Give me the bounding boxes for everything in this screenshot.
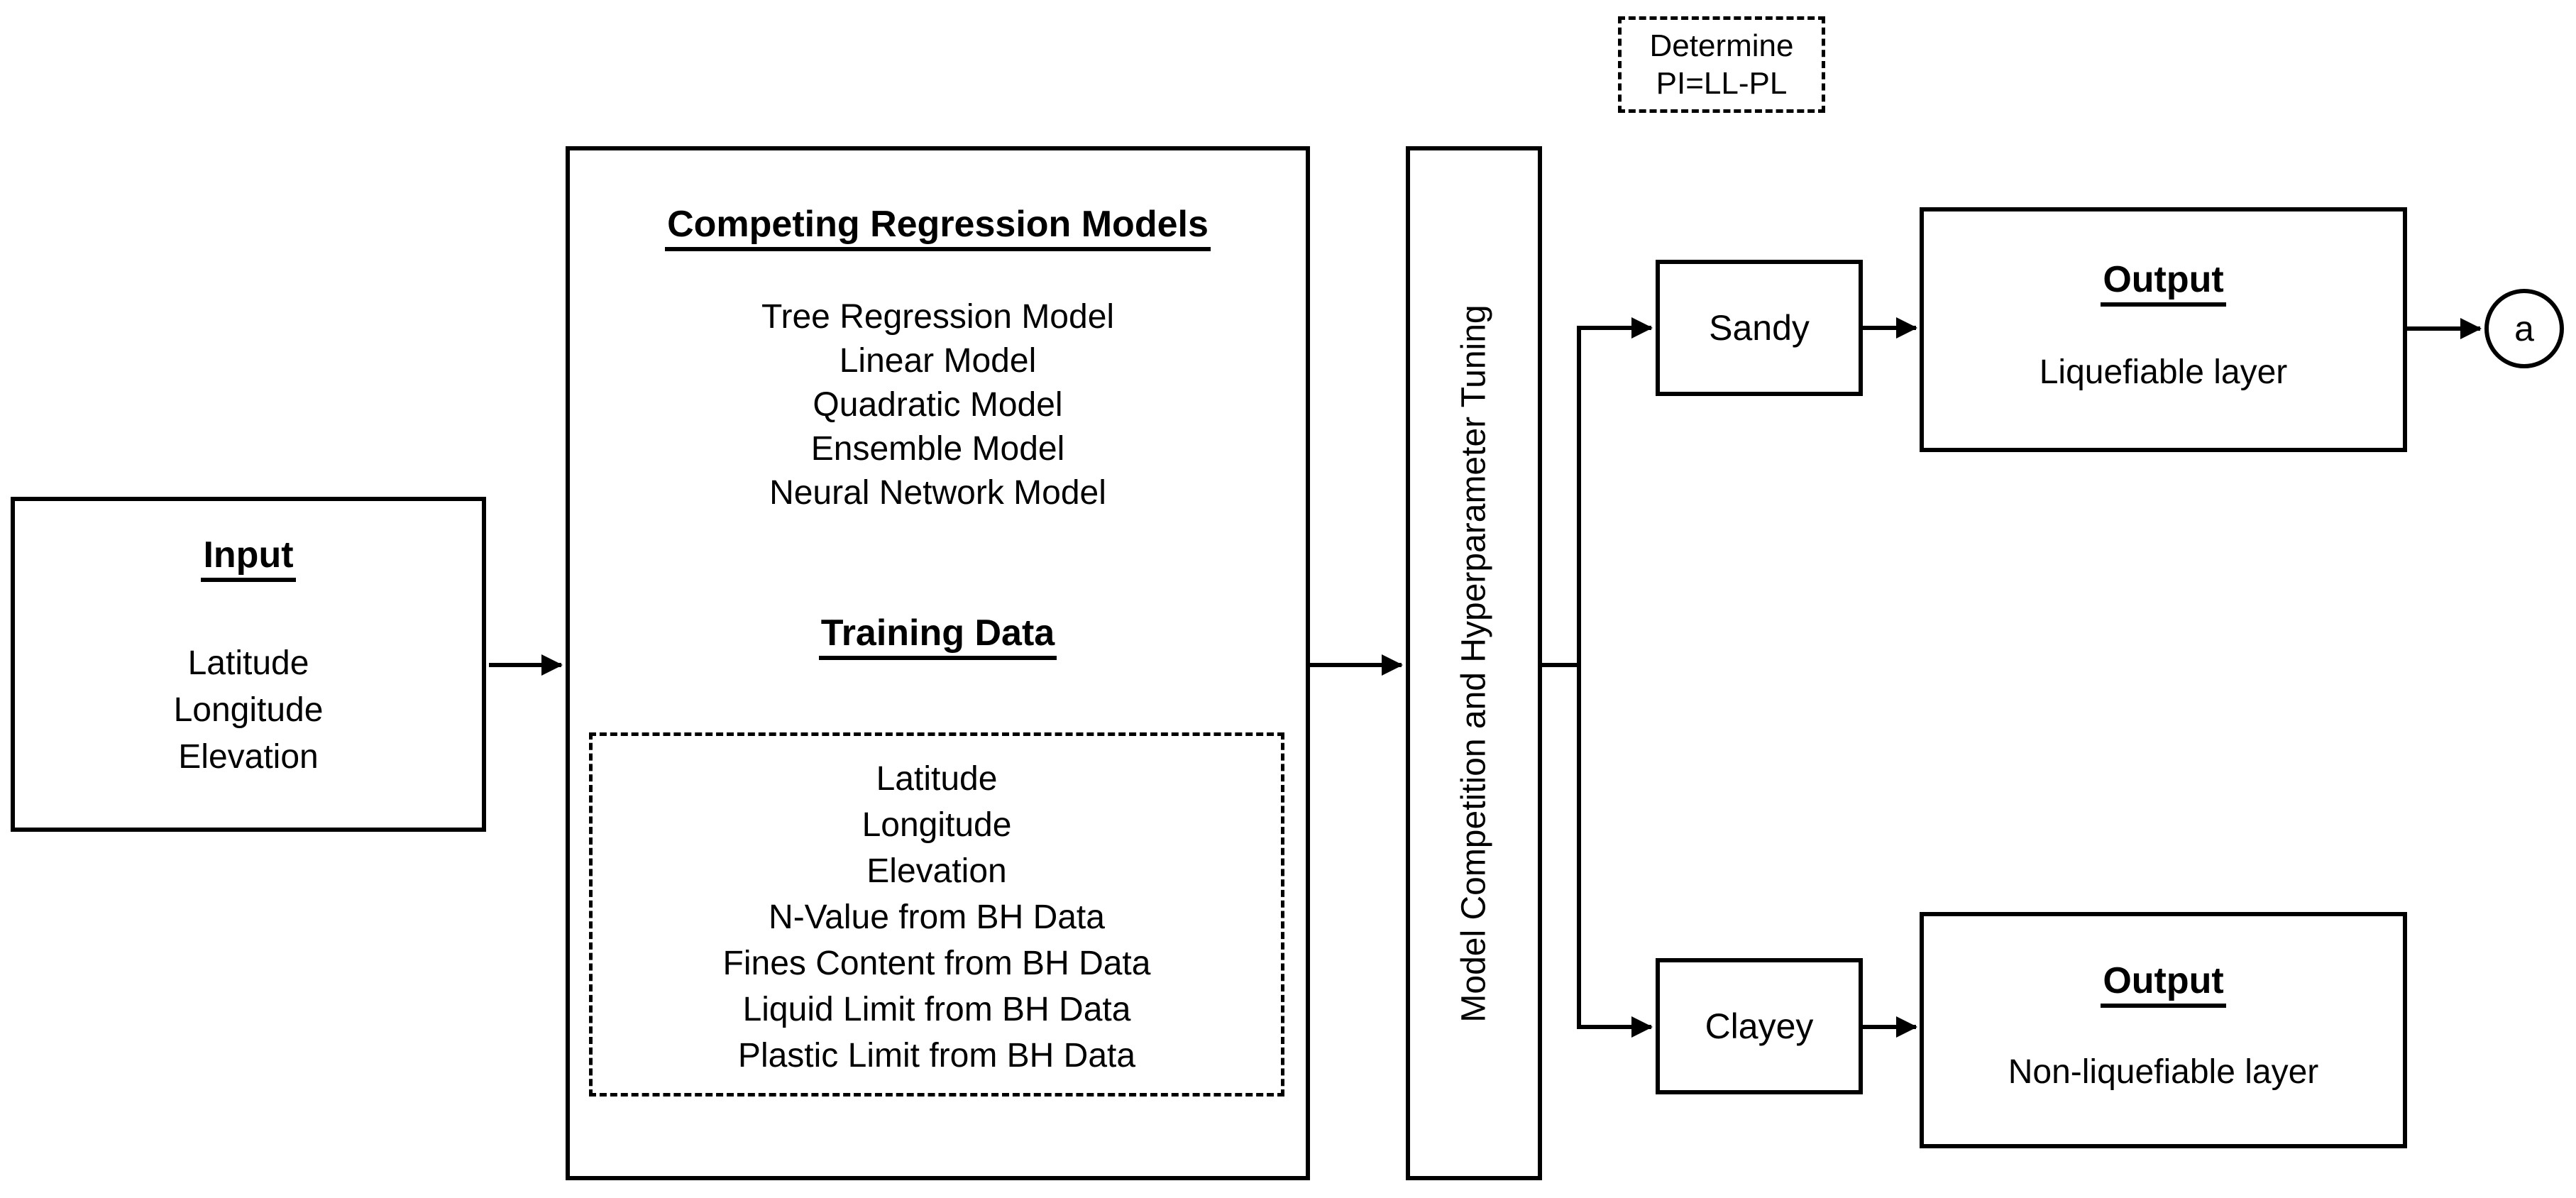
tuning-box: Model Competition and Hyperparameter Tun… [1406, 146, 1542, 1180]
training-item: N-Value from BH Data [769, 898, 1105, 936]
determine-note-box: Determine PI=LL-PL [1618, 16, 1825, 113]
determine-note-line2: PI=LL-PL [1656, 66, 1788, 101]
input-item: Longitude [173, 691, 324, 729]
training-item: Liquid Limit from BH Data [742, 991, 1131, 1028]
training-item: Plastic Limit from BH Data [737, 1037, 1136, 1075]
input-item: Elevation [178, 738, 319, 776]
model-item: Ensemble Model [810, 430, 1065, 468]
clayey-label: Clayey [1705, 1006, 1814, 1046]
clayey-box: Clayey [1656, 958, 1863, 1094]
model-item: Tree Regression Model [761, 298, 1115, 336]
competing-models-box: Competing Regression Models Tree Regress… [566, 146, 1310, 1180]
offpage-connector-a: a [2484, 289, 2564, 368]
output-liquefiable-box: Output Liquefiable layer [1920, 207, 2407, 452]
output-liquefiable-title: Output [2101, 261, 2226, 307]
output-non-liquefiable-title: Output [2101, 962, 2226, 1008]
output-non-liquefiable-box: Output Non-liquefiable layer [1920, 912, 2407, 1148]
training-item: Longitude [862, 806, 1012, 844]
output-liquefiable-body: Liquefiable layer [2039, 353, 2288, 391]
competing-models-title: Competing Regression Models [665, 206, 1211, 251]
training-item: Elevation [866, 852, 1007, 890]
model-item: Neural Network Model [769, 474, 1106, 512]
sandy-box: Sandy [1656, 260, 1863, 396]
input-box: Input Latitude Longitude Elevation [11, 497, 486, 832]
training-data-dashed-box: Latitude Longitude Elevation N-Value fro… [589, 732, 1284, 1097]
output-non-liquefiable-body: Non-liquefiable layer [2008, 1053, 2319, 1091]
sandy-label: Sandy [1709, 308, 1810, 348]
tuning-label: Model Competition and Hyperparameter Tun… [1455, 304, 1493, 1023]
determine-note-line1: Determine [1649, 28, 1794, 63]
training-item: Latitude [876, 760, 998, 798]
training-item: Fines Content from BH Data [722, 945, 1151, 982]
input-item: Latitude [187, 644, 309, 682]
model-item: Linear Model [839, 342, 1037, 380]
training-data-title: Training Data [818, 615, 1057, 660]
model-item: Quadratic Model [813, 386, 1063, 424]
input-title: Input [201, 537, 296, 582]
offpage-connector-a-label: a [2514, 309, 2534, 348]
